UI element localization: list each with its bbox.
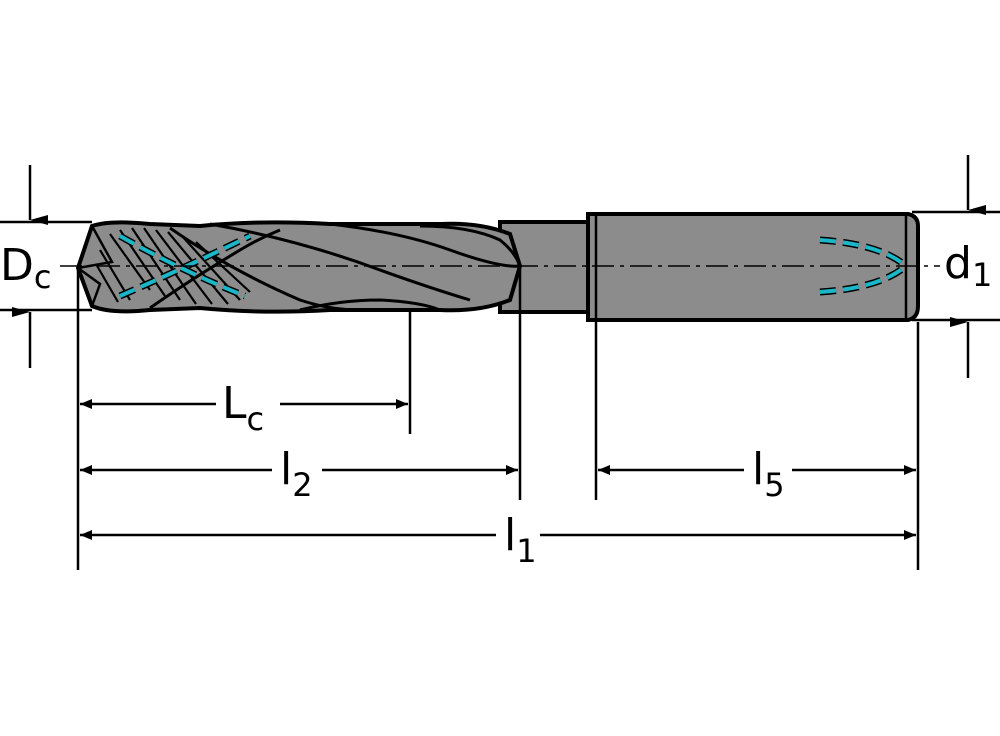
drill-point-edge-lower <box>77 266 102 307</box>
flute-line-3 <box>329 222 521 268</box>
flute-line-5 <box>149 228 281 310</box>
flute-line-1 <box>169 226 361 312</box>
label-l1: l1 <box>504 510 537 570</box>
flute-line-6 <box>299 298 441 312</box>
label-d1: d1 <box>944 238 992 294</box>
drill-tool <box>75 212 920 322</box>
label-l5: l5 <box>752 444 785 504</box>
flute-line-4 <box>419 224 522 267</box>
drill-shank <box>586 212 920 322</box>
label-Lc: Lc <box>222 378 264 438</box>
label-Dc: Dc <box>0 240 51 296</box>
coolant-channels-shank <box>819 236 909 296</box>
label-l2: l2 <box>280 444 313 504</box>
coolant-channels-tip <box>118 232 252 300</box>
